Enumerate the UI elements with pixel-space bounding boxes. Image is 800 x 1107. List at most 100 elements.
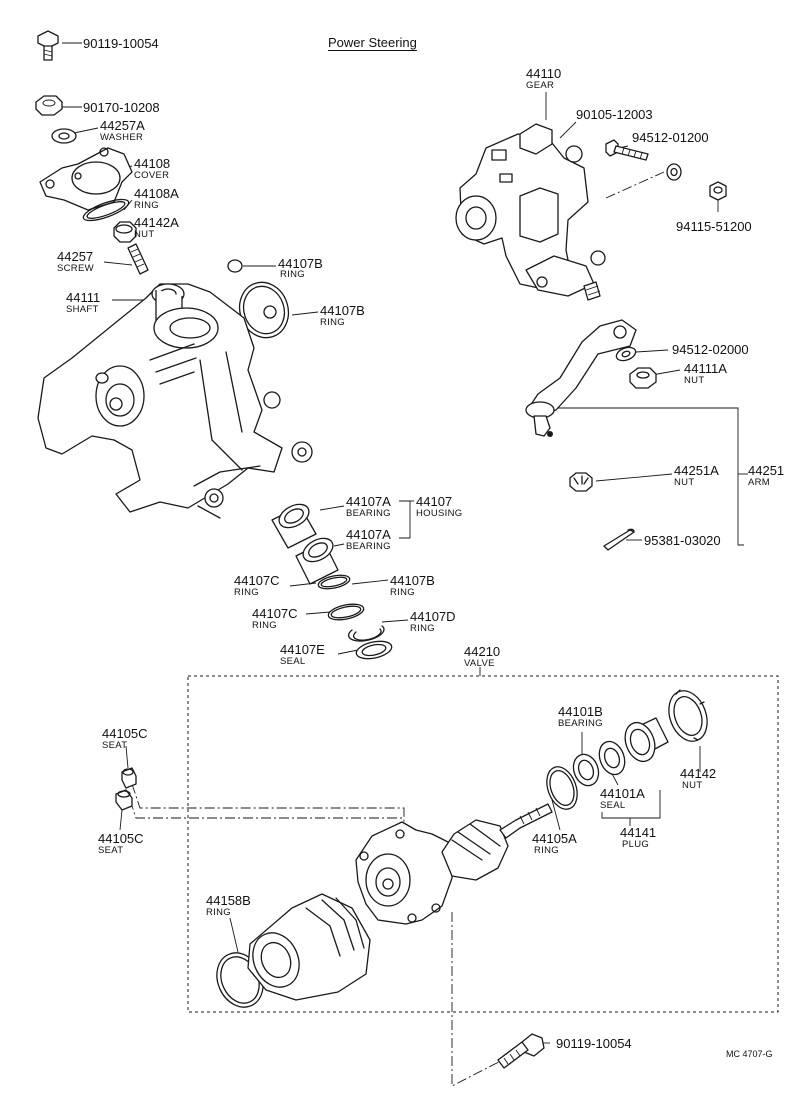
valve-sleeve-shape — [247, 893, 371, 1001]
small-ring-shape — [227, 259, 243, 273]
plug-name: PLUG — [622, 839, 650, 850]
cover-nut-name: NUT — [134, 229, 155, 240]
cover-name: COVER — [134, 170, 170, 181]
arm-nut-name: NUT — [684, 375, 705, 386]
seat-2-pn: 44105C — [98, 831, 144, 846]
valve-ring-105-shape — [546, 766, 578, 810]
cover-ring-name: RING — [134, 200, 159, 211]
cover-nut-pn: 44142A — [134, 215, 179, 230]
ring-b2-pn: 44107B — [390, 573, 435, 588]
shaft-name: SHAFT — [66, 304, 99, 315]
nut-top-pn: 90170-10208 — [83, 100, 160, 115]
bearing-1-shape — [271, 503, 317, 549]
bolt-bottom-pn: 90119-10054 — [556, 1036, 632, 1051]
cover-nut-shape — [113, 221, 137, 243]
valve-assembly-frame — [187, 675, 779, 1013]
bolt-top-pn: 90119-10054 — [83, 36, 159, 51]
valve-ring-pn: 44105A — [532, 831, 577, 846]
nut-top-shape — [35, 95, 63, 116]
bearing-2-pn: 44107A — [346, 527, 391, 542]
arm-washer-shape — [615, 346, 637, 362]
ball-nut-pn: 44251A — [674, 463, 719, 478]
valve-seal-shape — [598, 740, 626, 776]
arm-washer-pn: 94512-02000 — [672, 342, 749, 357]
gear-washer-pn: 94512-01200 — [632, 130, 709, 145]
cover-pn: 44108 — [134, 156, 171, 171]
plug-pn: 44141 — [620, 825, 657, 840]
ring-c2-name: RING — [252, 620, 277, 631]
plug-nut-name: NUT — [682, 780, 703, 791]
valve-ring-name: RING — [534, 845, 559, 856]
seat-1-name: SEAT — [102, 740, 128, 751]
arm-pn: 44251 — [748, 463, 785, 478]
seat-1-pn: 44105C — [102, 726, 148, 741]
gear-bolt-axis — [605, 171, 665, 199]
washer-name: WASHER — [100, 132, 144, 143]
ring-b2-name: RING — [390, 587, 415, 598]
screw-pn: 44257 — [57, 249, 94, 264]
arm-name: ARM — [748, 477, 771, 488]
big-ring-name: RING — [320, 317, 345, 328]
ring-158-pn: 44158B — [206, 893, 251, 908]
bearing-1-name: BEARING — [346, 508, 391, 519]
cover-ring-shape — [82, 198, 130, 222]
seat-2-shape — [115, 789, 133, 811]
bolt-axis-line — [451, 912, 523, 1087]
cover-shape — [39, 147, 133, 211]
cotter-pin-shape — [603, 528, 635, 551]
seat-1-shape — [121, 767, 137, 789]
housing-name: HOUSING — [416, 508, 463, 519]
page-title: Power Steering — [328, 35, 417, 50]
bearing-1-pn: 44107A — [346, 494, 391, 509]
screw-name: SCREW — [57, 263, 94, 274]
bolt-top-shape — [37, 30, 59, 61]
bolt-bottom-shape — [497, 1033, 545, 1069]
pitman-arm-shape — [525, 319, 637, 437]
ring-c1-name: RING — [234, 587, 259, 598]
valve-bearing-shape — [572, 753, 600, 787]
small-ring-name: RING — [280, 269, 305, 280]
seat-2-name: SEAT — [98, 845, 124, 856]
ring-c2-pn: 44107C — [252, 606, 298, 621]
footer-code: MC 4707-G — [726, 1049, 773, 1059]
arm-nut-shape — [629, 367, 657, 389]
bearing-2-shape — [295, 537, 339, 585]
washer-pn: 44257A — [100, 118, 145, 133]
gear-shape — [455, 123, 606, 301]
seal-e-pn: 44107E — [280, 642, 325, 657]
gear-bolt-shape — [605, 139, 649, 161]
valve-bearing-name: BEARING — [558, 718, 603, 729]
small-ring-pn: 44107B — [278, 256, 323, 271]
cotter-pin-pn: 95381-03020 — [644, 533, 721, 548]
valve-name: VALVE — [464, 658, 495, 669]
ball-nut-shape — [569, 472, 593, 492]
plug-shape — [624, 717, 669, 763]
valve-body-shape — [355, 803, 553, 925]
big-ring-pn: 44107B — [320, 303, 365, 318]
seal-e-name: SEAL — [280, 656, 306, 667]
screw-shape — [127, 243, 149, 275]
valve-bearing-pn: 44101B — [558, 704, 603, 719]
valve-pn: 44210 — [464, 644, 501, 659]
ring-d-name: RING — [410, 623, 435, 634]
gear-name: GEAR — [526, 80, 555, 91]
ring-d-pn: 44107D — [410, 609, 456, 624]
valve-seal-name: SEAL — [600, 800, 626, 811]
washer-shape — [51, 128, 77, 144]
plug-nut-shape — [668, 689, 708, 742]
ring-158-name: RING — [206, 907, 231, 918]
shaft-pn: 44111 — [66, 290, 101, 305]
gear-nut-shape — [709, 181, 727, 201]
cover-ring-pn: 44108A — [134, 186, 179, 201]
gear-bolt-pn: 90105-12003 — [576, 107, 653, 122]
gear-washer-shape — [666, 163, 682, 181]
ball-nut-name: NUT — [674, 477, 695, 488]
ring-c1-pn: 44107C — [234, 573, 280, 588]
seat-alignment-line-2 — [129, 799, 402, 819]
ring-set-shapes — [317, 574, 393, 660]
gear-nut-pn: 94115-51200 — [676, 219, 752, 234]
seat-alignment-line — [131, 783, 405, 826]
plug-nut-pn: 44142 — [680, 766, 717, 781]
